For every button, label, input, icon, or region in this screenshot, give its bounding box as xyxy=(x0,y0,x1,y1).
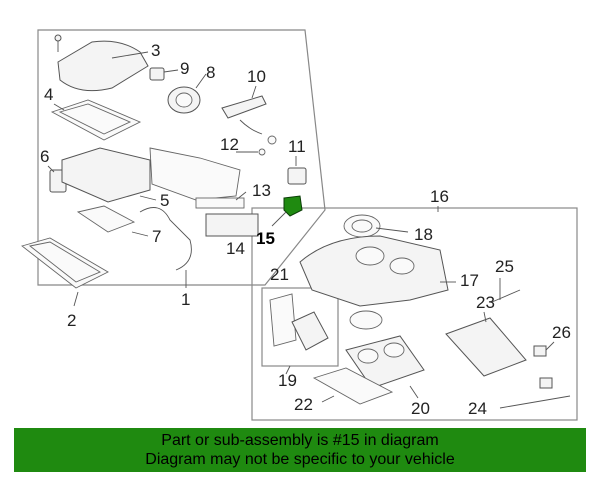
callout-25: 25 xyxy=(495,257,514,276)
callout-20: 20 xyxy=(411,399,430,418)
part-24 xyxy=(499,395,571,409)
part-15-highlighted xyxy=(283,195,303,217)
leader-15 xyxy=(271,211,287,227)
callout-22: 22 xyxy=(294,395,313,414)
callout-5: 5 xyxy=(160,191,169,210)
callout-14: 14 xyxy=(226,239,245,258)
callout-19: 19 xyxy=(278,371,297,390)
subassembly-panel-19 xyxy=(261,287,339,367)
part-case-housing xyxy=(61,147,151,203)
part-sensor xyxy=(149,67,165,81)
callout-9: 9 xyxy=(180,59,189,78)
part-cover xyxy=(57,40,149,92)
callout-16: 16 xyxy=(430,187,449,206)
callout-2: 2 xyxy=(67,311,76,330)
callout-3: 3 xyxy=(151,41,160,60)
callout-15: 15 xyxy=(256,229,275,248)
part-evaporator-14 xyxy=(205,213,259,237)
part-25 xyxy=(491,289,521,303)
part-harness-10 xyxy=(221,95,267,119)
callout-1: 1 xyxy=(181,290,190,309)
part-filter-19 xyxy=(291,311,329,351)
banner-line-1: Part or sub-assembly is #15 in diagram xyxy=(161,432,439,449)
part-heater-core-23 xyxy=(445,317,527,377)
callout-26: 26 xyxy=(552,323,571,342)
callout-11: 11 xyxy=(288,137,306,156)
part-5 xyxy=(76,205,136,233)
info-banner: Part or sub-assembly is #15 in diagram D… xyxy=(14,428,586,472)
callout-10: 10 xyxy=(247,67,266,86)
callout-13: 13 xyxy=(252,181,271,200)
parts-diagram: 3 9 8 10 4 11 12 6 13 5 7 14 15 1 2 16 1… xyxy=(21,29,578,421)
part-frame-22 xyxy=(312,367,394,405)
part-housing-17 xyxy=(299,235,449,307)
callout-6: 6 xyxy=(40,147,49,166)
callout-21: 21 xyxy=(270,265,289,284)
callout-23: 23 xyxy=(476,293,495,312)
part-13 xyxy=(195,197,245,209)
part-actuator-11 xyxy=(287,167,307,185)
callout-8: 8 xyxy=(206,63,215,82)
callout-4: 4 xyxy=(44,85,53,104)
banner-line-2: Diagram may not be specific to your vehi… xyxy=(145,451,455,468)
callout-18: 18 xyxy=(414,225,433,244)
callout-24: 24 xyxy=(468,399,487,418)
callout-12: 12 xyxy=(220,135,239,154)
part-21 xyxy=(269,293,297,347)
part-26 xyxy=(533,345,547,357)
assembly-panel-16 xyxy=(251,207,578,421)
callout-7: 7 xyxy=(152,227,161,246)
callout-17: 17 xyxy=(460,271,479,290)
